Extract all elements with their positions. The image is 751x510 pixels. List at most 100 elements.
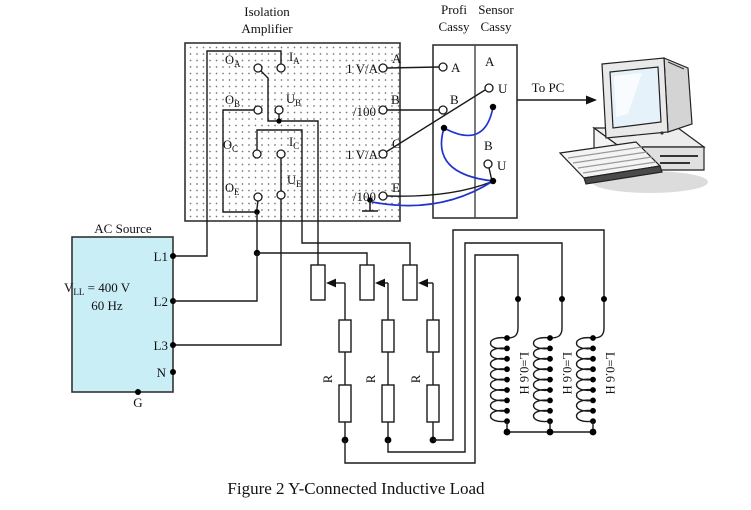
label-ue: UE <box>287 173 302 189</box>
label-n: N <box>157 365 167 380</box>
terminal-ue <box>276 190 286 200</box>
terminal-out-c <box>378 149 388 159</box>
label-ia: IA <box>289 50 300 66</box>
terminal-l1 <box>170 253 176 259</box>
plug-coil2 <box>559 296 565 302</box>
ground-plug-sensor-b <box>489 177 497 185</box>
computer-icon <box>558 57 708 193</box>
load-branches: R R R <box>310 264 440 444</box>
terminal-g <box>135 389 141 395</box>
label-oc: OC <box>223 138 238 154</box>
coil1-taps <box>504 335 510 425</box>
wiper-arrow-3 <box>418 278 428 288</box>
junction-ub <box>276 118 282 124</box>
wire-l2-to-pot2 <box>257 252 368 265</box>
terminal-ob <box>253 105 263 115</box>
neutral-junction-2 <box>546 428 554 436</box>
ground-jumper-2 <box>440 127 494 182</box>
route-branch3-coil3 <box>433 229 605 441</box>
label-out-a: A <box>392 51 402 66</box>
ground-jumper-1 <box>371 180 494 207</box>
terminal-ub <box>274 105 284 115</box>
label-sensor-a: A <box>485 54 495 69</box>
ac-source-box: AC Source VLL = 400 V 60 Hz L1 L2 L3 N G <box>64 221 176 410</box>
terminal-out-b <box>378 105 388 115</box>
neutral-junction-3 <box>589 428 597 436</box>
label-inductor-3: L=0.6 H <box>603 352 617 394</box>
resistor-1b <box>338 384 352 423</box>
ac-source-outline <box>71 236 174 393</box>
wire-oc-to-pot3 <box>256 129 411 265</box>
ground-jumper-3 <box>443 106 494 137</box>
gain-e: /100 <box>353 189 376 204</box>
wiper-arrow-1 <box>326 278 336 288</box>
ac-source-title: AC Source <box>94 221 152 236</box>
to-pc-label: To PC <box>532 80 565 95</box>
sensor-title: Sensor <box>478 2 514 17</box>
wiper-arrow-2 <box>375 278 385 288</box>
cassy-units: Profi Sensor Cassy Cassy A B A U B U <box>371 2 518 219</box>
resistor-3a <box>426 319 440 353</box>
label-out-e: E <box>392 180 400 195</box>
keyboard-row-4 <box>582 161 657 174</box>
label-inductor-2: L=0.6 H <box>560 352 574 394</box>
label-ub: UB <box>286 92 301 108</box>
profi-title: Profi <box>441 2 467 17</box>
ground-plug-sensor-a <box>489 103 497 111</box>
label-out-c: C <box>392 136 401 151</box>
sensor-title2: Cassy <box>480 19 512 34</box>
label-ob: OB <box>225 93 240 109</box>
terminal-sensor-u2 <box>483 159 493 169</box>
phase-distribution-wires <box>173 249 368 302</box>
wire-oa-to-pot1 <box>260 70 319 265</box>
earth-ground-symbol <box>362 197 378 212</box>
label-oe: OE <box>225 181 240 197</box>
amplifier-title-line2: Amplifier <box>241 21 293 36</box>
label-r3: R <box>409 374 423 383</box>
wire-l2-down <box>173 253 258 302</box>
terminal-sensor-u1 <box>484 83 494 93</box>
plug-coil3 <box>601 296 607 302</box>
gain-b: /100 <box>353 104 376 119</box>
gain-a: 1 V/A <box>346 61 379 76</box>
wire-ob-reference <box>222 109 257 213</box>
terminal-profi-a <box>438 62 448 72</box>
keyboard-row-3 <box>577 156 653 169</box>
terminal-n <box>170 369 176 375</box>
label-out-b: B <box>391 92 400 107</box>
monitor-vent <box>667 61 685 70</box>
resistor-3b <box>426 384 440 423</box>
label-ic: IC <box>289 135 299 151</box>
figure-caption: Figure 2 Y-Connected Inductive Load <box>227 479 485 498</box>
ac-frequency-label: 60 Hz <box>91 298 123 313</box>
wire-l1-to-ia <box>173 50 282 257</box>
label-profi-a: A <box>451 60 461 75</box>
terminal-profi-b <box>438 105 448 115</box>
screen-glare <box>614 73 642 117</box>
monitor-button <box>660 131 664 135</box>
plug-coil1 <box>515 296 521 302</box>
terminal-out-a <box>378 63 388 73</box>
wire-c-to-sensor <box>385 89 486 153</box>
label-sensor-u2: U <box>497 158 507 173</box>
to-pc-arrowhead <box>586 95 597 105</box>
terminal-oe <box>253 192 263 202</box>
terminal-ic <box>276 149 286 159</box>
resistor-2a <box>381 319 395 353</box>
isolation-amplifier-box: Isolation Amplifier OA IA OB <box>173 4 411 346</box>
to-pc-link: To PC <box>517 80 597 105</box>
terminal-oa <box>253 63 263 73</box>
wire-l3-to-ic <box>173 199 282 346</box>
terminal-out-e <box>378 191 388 201</box>
profi-title2: Cassy <box>438 19 470 34</box>
ground-plug-profi-b <box>440 124 448 132</box>
earth-glyph <box>362 200 378 212</box>
neutral-junction-1 <box>503 428 511 436</box>
amplifier-outline <box>184 42 401 222</box>
wire-e-to-sensor <box>386 181 492 197</box>
label-sensor-u1: U <box>498 81 508 96</box>
amplifier-title-line1: Isolation <box>244 4 290 19</box>
coil3-taps <box>590 335 596 425</box>
